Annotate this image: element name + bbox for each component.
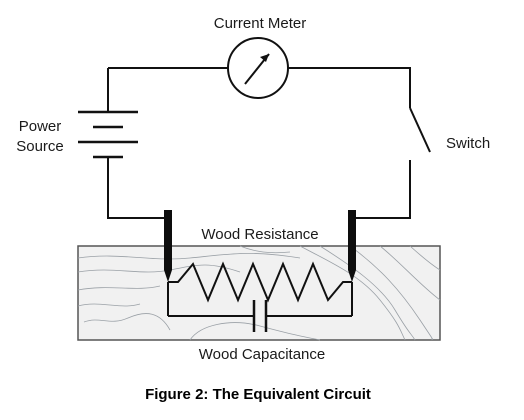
power-source-symbol — [78, 110, 138, 162]
right-electrode — [348, 210, 356, 282]
wood-resistance-label: Wood Resistance — [201, 226, 318, 243]
capacitor-symbol — [168, 300, 352, 332]
wood-capacitance-label: Wood Capacitance — [199, 346, 325, 363]
right-lower-wire — [351, 160, 411, 219]
left-lower-wire — [107, 160, 169, 219]
top-right-wire — [288, 67, 411, 108]
current-meter-label: Current Meter — [214, 15, 307, 32]
wood-block — [77, 245, 441, 341]
left-electrode — [164, 210, 172, 282]
power-source-label-line1: Power — [19, 118, 62, 135]
wood-grain-lines — [77, 245, 441, 341]
figure-caption: Figure 2: The Equivalent Circuit — [145, 386, 371, 403]
switch-symbol — [409, 107, 431, 153]
current-meter-symbol — [227, 37, 289, 99]
switch-label: Switch — [446, 135, 490, 152]
power-source-label-line2: Source — [16, 138, 64, 155]
resistor-symbol — [167, 261, 353, 316]
